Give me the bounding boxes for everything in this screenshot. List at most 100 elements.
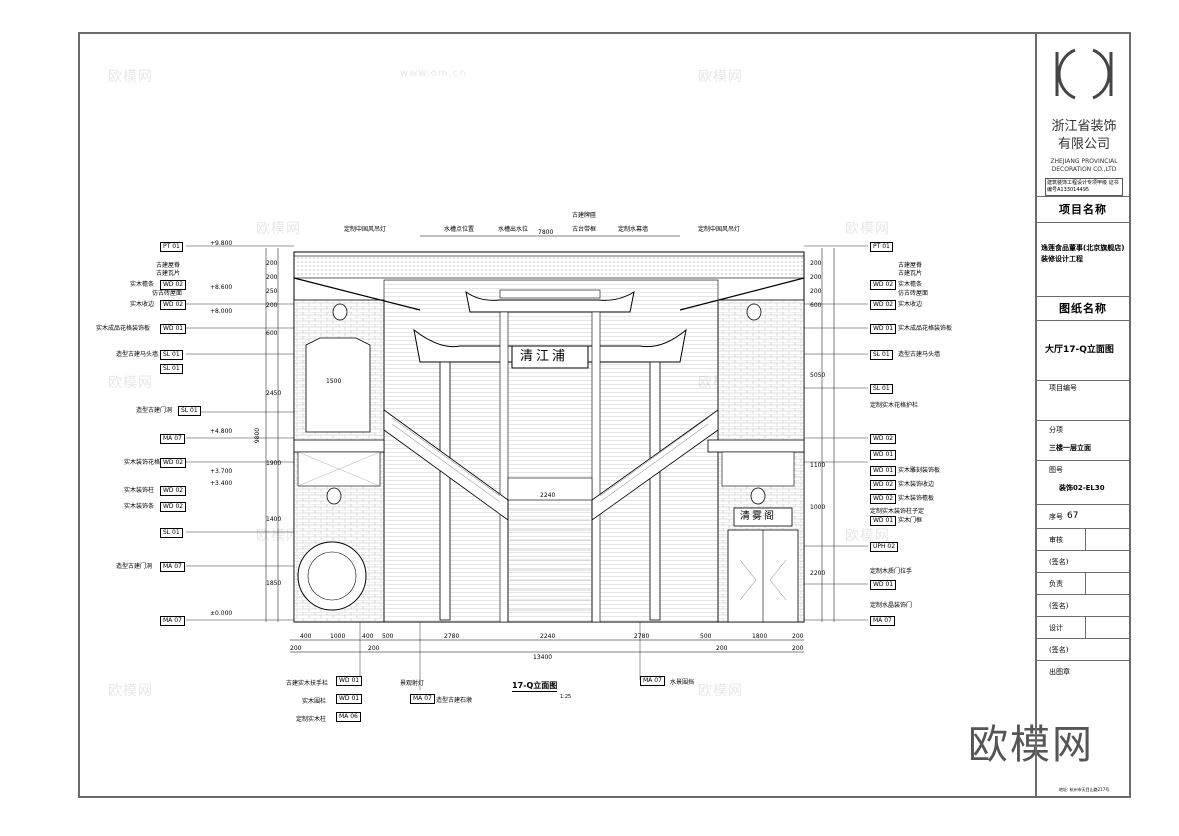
dim-bottom: 2240	[540, 633, 556, 640]
dim-left: 600	[266, 330, 278, 337]
material-tag: WD 01	[870, 450, 897, 460]
title-block-row: (签名)	[1037, 594, 1131, 616]
material-tag: WD 02	[160, 486, 187, 496]
elevation-mark: +3.400	[210, 480, 233, 487]
elevation-mark: +4.800	[210, 428, 233, 435]
material-tag: SL 01	[160, 528, 183, 538]
material-tag: WD 01	[870, 516, 897, 526]
annotation-note: 仿古砖屋面	[152, 290, 183, 297]
drawing-no: 装饰02-EL30	[1059, 484, 1105, 492]
watermark: 欧模网	[845, 221, 890, 237]
title-block-row: (签名)	[1037, 550, 1131, 572]
watermark: 欧模网	[108, 69, 153, 85]
dim-right: 200	[810, 274, 822, 281]
material-tag: MA 07	[640, 676, 665, 686]
annotation-note: 古台带框	[572, 226, 597, 233]
title-block-row: 项目名称	[1037, 196, 1131, 222]
project-label: 项目名称	[1059, 203, 1107, 216]
annotation-note: 造型古建门洞	[136, 407, 173, 414]
annotation-note: 定制中国风吊灯	[698, 226, 741, 233]
material-tag: WD 02	[160, 458, 187, 468]
annotation-note: 实木收边	[898, 301, 923, 308]
dim-bottom2: 200	[716, 645, 728, 652]
sign-label: (签名)	[1049, 602, 1069, 610]
title-block-row: 负责	[1037, 572, 1131, 595]
dim-right: 2200	[810, 570, 826, 577]
dim-bottom: 200	[792, 633, 804, 640]
section-label: 分项	[1049, 426, 1063, 434]
drawing-scale: 1:25	[560, 694, 572, 700]
dim-left: 1400	[266, 516, 282, 523]
dim-bottom2: 200	[792, 645, 804, 652]
dim-right: 200	[810, 260, 822, 267]
seq-value: 67	[1067, 511, 1079, 521]
project-name: 逸莲食品董事(北京旗舰店)装修设计工程	[1041, 244, 1125, 263]
company-name-en: ZHEJIANG PROVINCIAL	[1050, 158, 1118, 165]
door-plaque: 清雾阁	[740, 511, 776, 522]
elevation-drawing	[186, 235, 868, 690]
gate-plaque: 清江浦	[520, 349, 569, 364]
annotation-note: 古建牌匾	[572, 212, 597, 219]
annotation-note: 实木装饰收边	[898, 481, 935, 488]
company-name: 浙江省装饰	[1051, 119, 1117, 134]
dim-bottom: 1800	[752, 633, 768, 640]
material-tag: SL 01	[178, 406, 201, 416]
dim-total-width: 13400	[533, 654, 553, 661]
dim-right: 200	[810, 288, 822, 295]
material-tag: WD 01	[870, 580, 897, 590]
annotation-note: 实木收边	[130, 301, 155, 308]
material-tag: MA 07	[160, 616, 185, 626]
sign-label: (签名)	[1049, 646, 1069, 654]
material-tag: SL 01	[870, 384, 893, 394]
annotation-note: 造型古建门洞	[116, 563, 153, 570]
annotation-note: 造型古建石墩	[436, 697, 473, 704]
material-tag: WD 02	[160, 502, 187, 512]
material-tag: WD 01	[336, 694, 363, 704]
dim-left: 200	[266, 260, 278, 267]
stamp-label: 出图章	[1049, 668, 1070, 676]
annotation-note: 实木装饰条	[124, 503, 155, 510]
dim-right: 1100	[810, 462, 826, 469]
design-label: 设计	[1049, 624, 1063, 632]
dim-left: 200	[266, 274, 278, 281]
company-logo-icon	[1055, 48, 1113, 100]
drawing-name: 大厅17-Q立面图	[1045, 345, 1114, 355]
dim-bottom: 500	[700, 633, 712, 640]
project-no-label: 项目编号	[1049, 384, 1077, 392]
annotation-note: 实木檐条	[130, 281, 155, 288]
title-block-row: 大厅17-Q立面图	[1037, 320, 1131, 380]
drawing-title: 17-Q立面图	[512, 681, 558, 692]
annotation-note: 实木围栏	[302, 698, 327, 705]
material-tag: WD 02	[870, 494, 897, 504]
drawing-no-label: 图号	[1049, 466, 1063, 474]
dim-bottom: 2780	[634, 633, 650, 640]
dim-stair2: 2240	[540, 492, 556, 499]
dim-bottom2: 200	[368, 645, 380, 652]
material-tag: WD 02	[870, 480, 897, 490]
annotation-note: 定制木质门拉手	[870, 568, 913, 575]
material-tag: WD 02	[870, 280, 897, 290]
material-tag: WD 02	[870, 300, 897, 310]
annotation-note: 景观射灯	[400, 680, 425, 687]
annotation-note: 水槽点位置	[444, 226, 475, 233]
annotation-note: 实木雕刻装饰板	[898, 467, 941, 474]
watermark-logo: 欧模网	[968, 722, 1094, 768]
dim-bottom: 1000	[330, 633, 346, 640]
annotation-note: 仿古砖屋面	[898, 290, 929, 297]
watermark: 欧模网	[256, 221, 301, 237]
material-tag: WD 02	[160, 300, 187, 310]
dim-bottom: 2780	[444, 633, 460, 640]
watermark: 欧模网	[108, 375, 153, 391]
annotation-note: 造型古建马头墙	[898, 351, 941, 358]
title-block-row: 审核	[1037, 528, 1131, 551]
material-tag: MA 06	[336, 712, 361, 722]
annotation-note: 古建实木扶手栏	[286, 680, 329, 687]
annotation-note: 定制实木花格护栏	[870, 402, 919, 409]
dim-top: 7800	[538, 229, 554, 236]
material-tag: WD 02	[870, 434, 897, 444]
dim-right: 5050	[810, 372, 826, 379]
section-value: 三楼一层立面	[1049, 444, 1091, 452]
title-block-row: 序号 67	[1037, 504, 1131, 528]
annotation-note: 造型古建马头墙	[116, 351, 159, 358]
title-block-row: 分项 三楼一层立面	[1037, 420, 1131, 460]
